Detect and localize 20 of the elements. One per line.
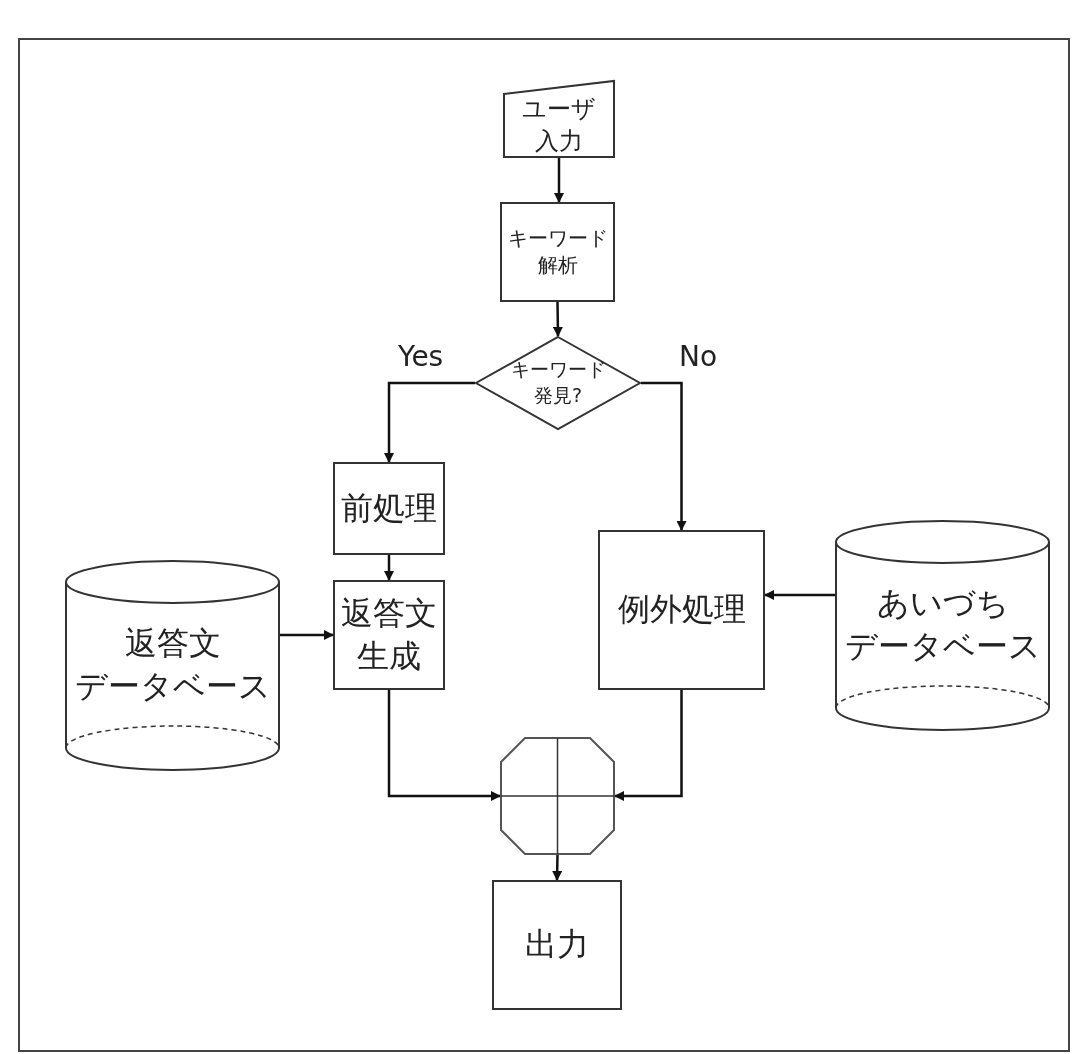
output-box: 出力	[492, 880, 622, 1010]
arrow	[641, 381, 687, 531]
arrow	[554, 158, 564, 203]
arrow	[384, 555, 394, 581]
database-cylinder: あいづちデータベース	[835, 520, 1050, 730]
decision-diamond: キーワード発見?	[475, 336, 641, 430]
arrow	[552, 302, 563, 337]
arrow	[387, 690, 501, 801]
manual-input-shape: ユーザ入力	[503, 80, 615, 158]
process-box: 前処理	[333, 462, 445, 555]
connector-octagon	[500, 737, 615, 855]
process-box: キーワード解析	[500, 202, 615, 302]
process-box: 例外処理	[598, 530, 765, 690]
arrow	[280, 630, 334, 640]
database-cylinder: 返答文データベース	[65, 560, 280, 770]
arrow	[552, 854, 563, 881]
arrow	[764, 590, 835, 600]
arrow	[614, 690, 683, 801]
process-box: 返答文生成	[333, 580, 445, 690]
arrow	[384, 381, 475, 463]
